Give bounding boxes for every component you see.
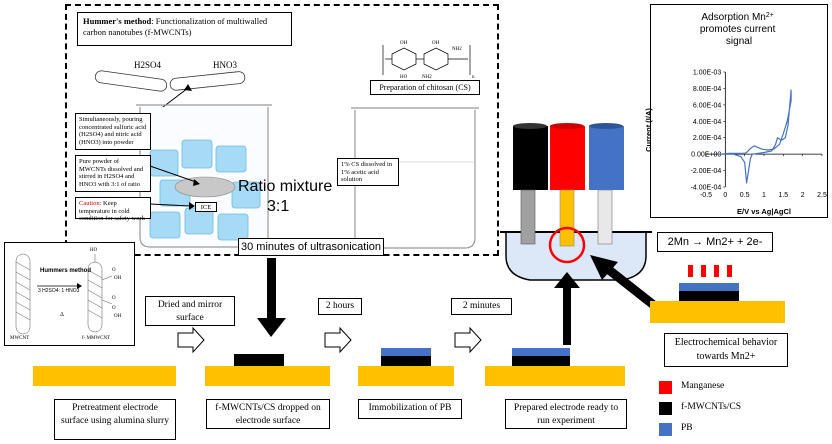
chart-ylabel: Current (I/A)	[644, 108, 653, 152]
ultrasonication-label: 30 minutes of ultrasonication	[238, 238, 384, 256]
manganese-mark	[701, 265, 706, 277]
chart-x-tick-label: 2	[801, 192, 805, 199]
hummers-method-label: Hummers method	[40, 268, 92, 274]
behavior-label: Electrochemical behavior towards Mn2+	[664, 333, 788, 367]
chart-panel	[650, 4, 828, 218]
f-mwcnt-label: f- MMWCNT	[82, 336, 111, 341]
note-caution: Caution: Keep temperature in cold condit…	[75, 197, 151, 222]
chart-y-tick-label: -4.00E-04	[691, 185, 722, 192]
chart-y-tick-label: 6.00E-04	[693, 102, 722, 109]
legend-swatch-pb	[659, 423, 672, 436]
manganese-mark	[727, 265, 732, 277]
chart-xlabel: E/V vs Ag|AgCl	[737, 207, 791, 216]
chart-y-tick-label: 4.00E-04	[693, 119, 722, 126]
pb-layer	[512, 348, 570, 356]
chart-x-tick-label: 1.5	[778, 192, 788, 199]
electrode-bare	[33, 366, 176, 386]
mwcnt-label: MWCNT	[10, 336, 30, 341]
acid-label-h2so4: H2SO4	[134, 60, 162, 70]
legend-swatch-f-mwcnt	[659, 402, 672, 415]
hummers-title-rest: : Functionalization of multiwalled carbo…	[83, 16, 268, 37]
electrode-behavior	[650, 301, 785, 323]
legend-label-pb: PB	[681, 423, 693, 433]
reaction-label: 2Mn → Mn2+ + 2e-	[657, 232, 773, 252]
electrode-prepared	[485, 366, 625, 386]
pretreatment-label: Pretreatment electrode surface using alu…	[54, 399, 176, 440]
acid-label-hno3: HNO3	[213, 60, 237, 70]
dropped-label: f-MWCNTs/CS dropped on electrode surface	[206, 399, 330, 429]
ice-label: ICE	[195, 202, 217, 212]
legend-label-manganese: Manganese	[681, 381, 725, 391]
immobilization-label: Immobilization of PB	[358, 399, 462, 419]
note-cs: 1% CS dissolved in 1% acetic acid soluti…	[337, 158, 399, 186]
dried-mirror-label: Dried and mirror surface	[145, 296, 235, 326]
group-label-2: O	[112, 268, 116, 273]
chart-x-tick-label: 0	[723, 192, 727, 199]
group-label-1: HO	[90, 248, 98, 253]
legend-label-f-mwcnt: f-MWCNTs/CS	[681, 402, 742, 412]
pb-layer	[679, 283, 739, 291]
chart-y-tick-label: 2.00E-04	[693, 135, 722, 142]
chart-series-line	[717, 89, 792, 184]
prepared-label: Prepared electrode ready to run experime…	[505, 399, 627, 429]
pb-layer	[381, 348, 431, 356]
ratio-line1: Ratio mixture	[238, 178, 333, 195]
note-pouring: Simultaneously, pouring concentrated sul…	[75, 113, 151, 150]
group-label-4: O	[112, 296, 116, 301]
hummers-title-bold: Hummer's method	[83, 16, 152, 26]
chart-y-tick-label: -2.00E-04	[691, 168, 722, 175]
electrode-dropped	[205, 366, 330, 386]
chitosan-label: Preparation of chitosan (CS)	[370, 80, 480, 95]
electrode-pb	[358, 366, 454, 386]
ratio-line2: 3:1	[267, 198, 290, 215]
group-label-6: OH	[114, 314, 122, 319]
caution-label: Caution:	[79, 200, 102, 207]
chart-x-tick-label: 1	[762, 192, 766, 199]
chart-x-tick-label: 2.5	[817, 192, 827, 199]
f-mwcnt-layer	[234, 354, 284, 366]
group-label-3: OH	[114, 276, 122, 281]
hummers-delta-label: Δ	[60, 312, 64, 318]
note-powder: Pure powder of MWCNTs dissolved and stir…	[75, 155, 151, 192]
chart-x-tick-label: 0.5	[740, 192, 750, 199]
manganese-mark	[714, 265, 719, 277]
f-mwcnt-layer	[512, 356, 570, 366]
f-mwcnt-layer	[381, 356, 431, 366]
two-minutes-label: 2 minutes	[451, 298, 512, 315]
hummers-title-box: Hummer's method: Functionalization of mu…	[77, 12, 292, 46]
caution-text: Keep temperature in cold condition for s…	[79, 200, 145, 222]
two-hours-label: 2 hours	[318, 298, 362, 315]
chart-y-tick-label: 8.00E-04	[693, 86, 722, 93]
manganese-mark	[688, 265, 693, 277]
chart-x-tick-label: -0.5	[700, 192, 712, 199]
group-label-5: O	[112, 306, 116, 311]
hummers-reagents-label: 3 H2SO4: 1 HNO3	[38, 288, 80, 294]
chart-y-tick-label: 1.00E-03	[693, 70, 722, 77]
legend-swatch-manganese	[659, 381, 672, 394]
f-mwcnt-layer	[679, 291, 739, 301]
chart-title: Adsorption Mn2+ promotes current signal	[700, 12, 778, 48]
